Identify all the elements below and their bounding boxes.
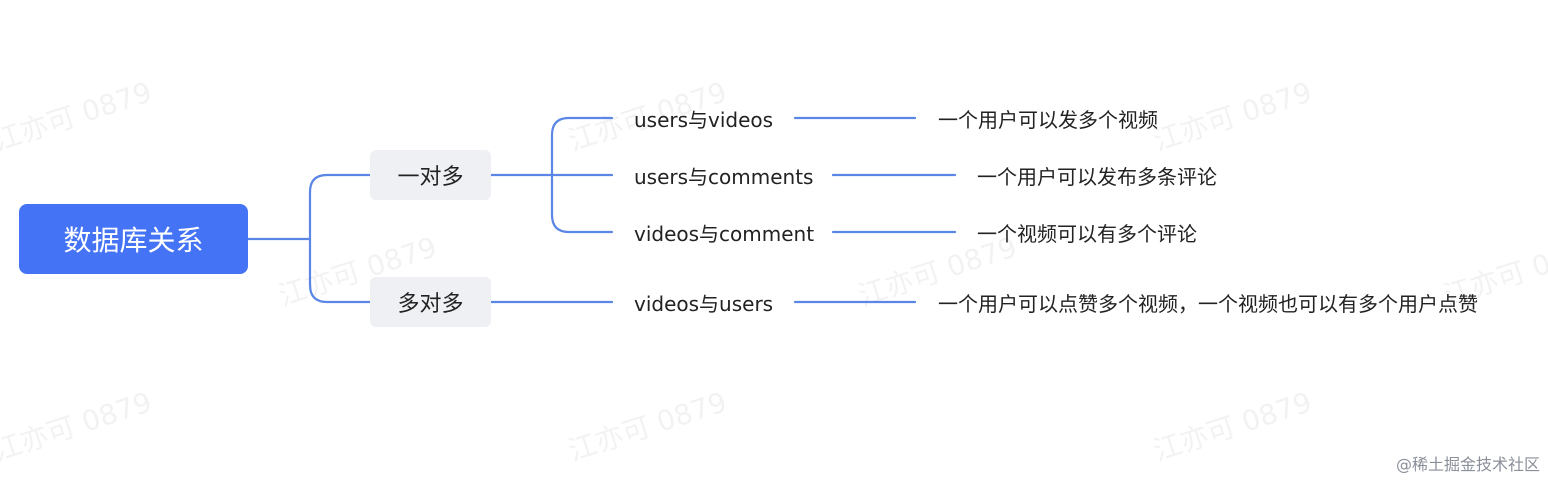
branch-one-to-many[interactable]: 一对多 bbox=[370, 150, 491, 200]
leaf-videos-users[interactable]: videos与users bbox=[634, 291, 774, 316]
desc-users-comments[interactable]: 一个用户可以发布多条评论 bbox=[977, 164, 1217, 189]
leaf-users-comments[interactable]: users与comments bbox=[634, 164, 814, 189]
connector-to-users-videos bbox=[550, 116, 614, 177]
connector-root-to-many-to-many bbox=[308, 237, 372, 304]
branch-many-to-many[interactable]: 多对多 bbox=[370, 277, 491, 327]
connector-to-videos-comment bbox=[550, 173, 614, 234]
desc-videos-users[interactable]: 一个用户可以点赞多个视频，一个视频也可以有多个用户点赞 bbox=[938, 291, 1478, 316]
connector-root-to-one-to-many bbox=[308, 173, 372, 241]
desc-videos-comment[interactable]: 一个视频可以有多个评论 bbox=[977, 221, 1197, 246]
root-node[interactable]: 数据库关系 bbox=[19, 204, 248, 274]
desc-users-videos[interactable]: 一个用户可以发多个视频 bbox=[938, 107, 1158, 132]
leaf-users-videos[interactable]: users与videos bbox=[634, 107, 774, 132]
site-credit: @稀土掘金技术社区 bbox=[1395, 455, 1540, 474]
leaf-videos-comment[interactable]: videos与comment bbox=[634, 221, 815, 246]
